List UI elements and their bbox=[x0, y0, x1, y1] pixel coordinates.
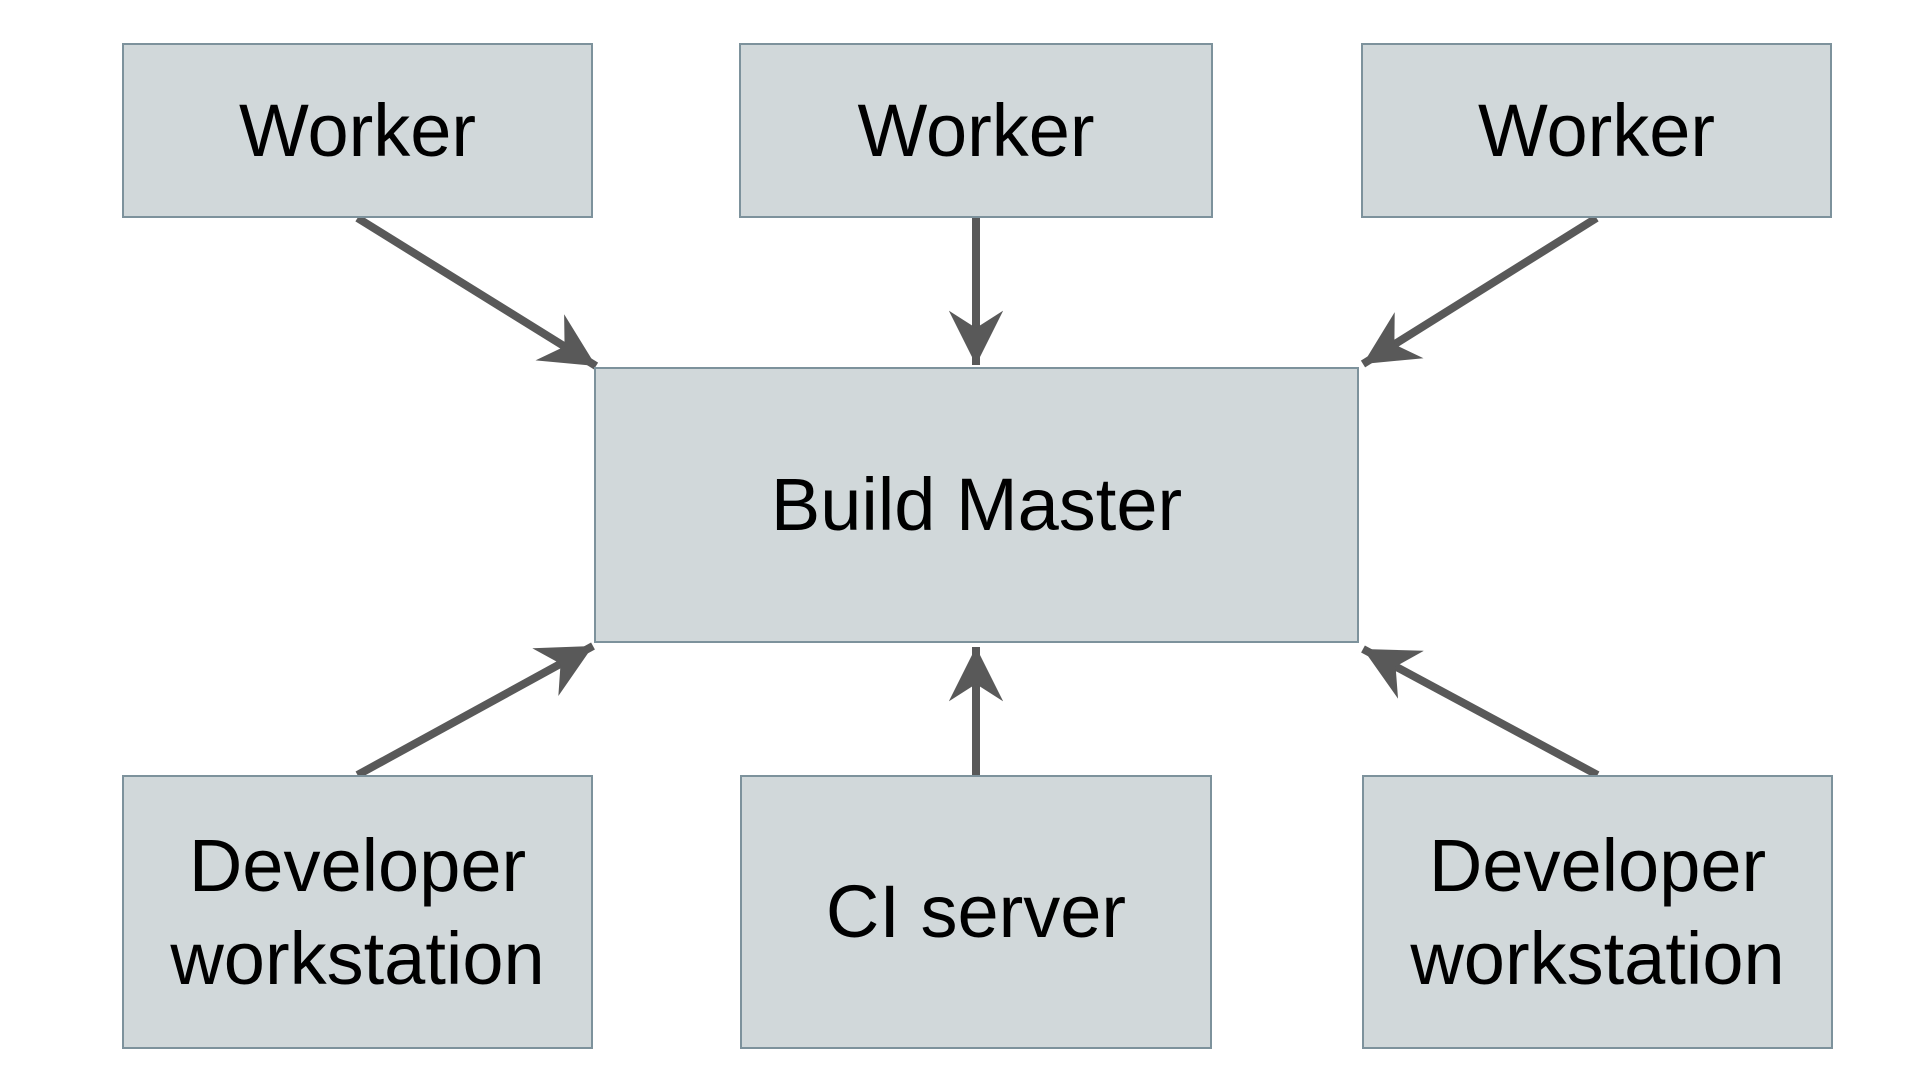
node-ci-server: CI server bbox=[740, 775, 1212, 1049]
node-worker-right: Worker bbox=[1361, 43, 1832, 218]
node-worker-left: Worker bbox=[122, 43, 593, 218]
node-label: Worker bbox=[1477, 88, 1716, 172]
node-worker-center: Worker bbox=[739, 43, 1213, 218]
arrow-dev-left-to-build-master bbox=[355, 642, 595, 779]
node-build-master: Build Master bbox=[594, 367, 1359, 643]
node-label: Worker bbox=[238, 88, 477, 172]
node-label: Developer workstation bbox=[1410, 823, 1785, 1000]
arrow-worker-left-to-build-master bbox=[355, 214, 599, 370]
node-label: Build Master bbox=[770, 463, 1183, 547]
arrow-dev-right-to-build-master bbox=[1361, 645, 1600, 779]
node-label: Developer workstation bbox=[170, 823, 545, 1000]
arrow-worker-right-to-build-master bbox=[1360, 214, 1599, 368]
node-developer-workstation-right: Developer workstation bbox=[1362, 775, 1833, 1049]
node-label: Worker bbox=[857, 88, 1095, 172]
node-developer-workstation-left: Developer workstation bbox=[122, 775, 593, 1049]
node-label: CI server bbox=[825, 870, 1127, 954]
